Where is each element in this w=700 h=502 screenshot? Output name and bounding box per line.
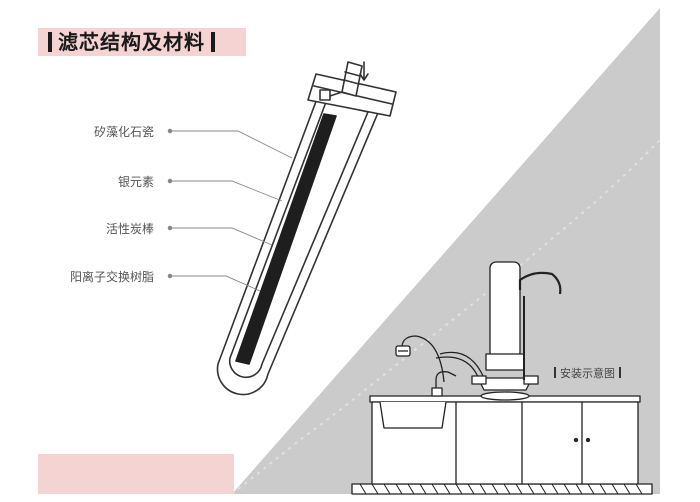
title-bar-left	[48, 32, 52, 52]
caption-bar-left	[554, 367, 556, 378]
label-silver: 银元素	[117, 175, 154, 189]
title-bar-right	[211, 32, 215, 52]
panel-edge-texture	[231, 139, 661, 495]
gray-panel	[232, 8, 660, 494]
label-diatomite-ceramic: 矽藻化石瓷	[93, 125, 154, 139]
label-activated-carbon: 活性炭棒	[105, 222, 154, 236]
decorative-pink-block	[38, 454, 234, 494]
label-cation-resin: 阳离子交换树脂	[69, 270, 154, 284]
filter-cartridge	[216, 61, 397, 396]
section-title-text: 滤芯结构及材料	[58, 30, 205, 54]
section-title: 滤芯结构及材料	[42, 30, 221, 54]
caption-bar-right	[619, 367, 621, 378]
leader-lines	[167, 128, 293, 292]
installation-caption: 安装示意图	[550, 367, 625, 381]
installation-caption-text: 安装示意图	[560, 367, 615, 380]
installation-diagram	[351, 261, 653, 495]
